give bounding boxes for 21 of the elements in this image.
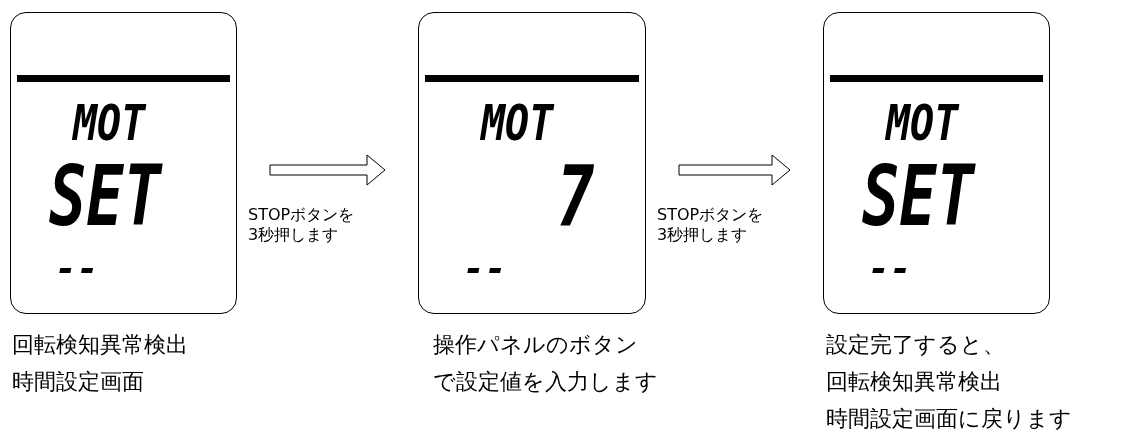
display-text: MOT <box>73 97 146 147</box>
display-text: MOT <box>481 97 554 147</box>
node-label: 回転検知異常検出 <box>12 334 188 356</box>
lcd-display <box>418 12 646 314</box>
lcd-display <box>10 12 237 314</box>
display-text: SET <box>862 155 974 239</box>
node-label: 回転検知異常検出 <box>826 371 1002 393</box>
node-label: 設定完了すると、 <box>826 334 1005 356</box>
display-text: SET <box>49 155 161 239</box>
node-label: 時間設定画面 <box>12 371 144 393</box>
display-text: -- <box>868 251 912 287</box>
display-text: -- <box>463 251 507 287</box>
node-label: で設定値を入力します <box>433 371 658 393</box>
node-label: 操作パネルのボタン <box>433 334 638 356</box>
display-text: 7 <box>557 155 595 239</box>
display-text: MOT <box>886 97 959 147</box>
block-arrow <box>678 154 791 186</box>
node-label: 時間設定画面に戻ります <box>826 408 1072 430</box>
display-text: -- <box>55 251 99 287</box>
block-arrow <box>269 154 386 186</box>
lcd-display <box>823 12 1050 314</box>
